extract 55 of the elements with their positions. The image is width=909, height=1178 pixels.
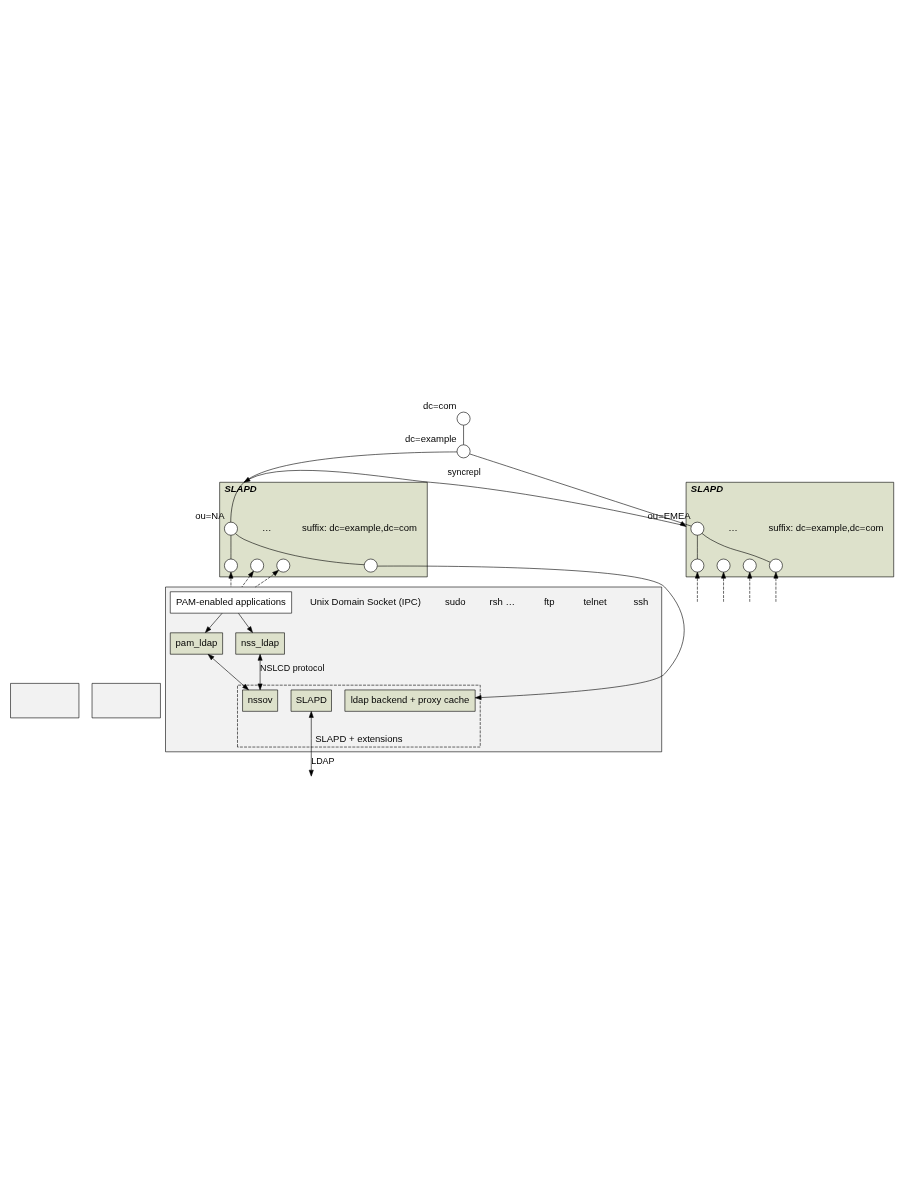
label: rsh … [489,595,515,607]
label: … [728,521,738,533]
node-label: ou=EMEA [647,510,691,522]
node-box: PAM-enabled applications [169,591,292,614]
label: ssh [633,595,649,607]
node-circle [363,558,378,573]
arrow [207,654,249,691]
node-circle [456,411,471,426]
edge-label: NSLCD protocol [260,662,325,673]
node-circle [224,558,238,573]
node-box [91,683,161,719]
label: telnet [583,595,607,607]
arrow [308,711,314,777]
arrow [773,571,779,603]
node-circle [224,521,238,536]
arrow [205,613,223,633]
arrow [255,570,279,588]
arrow [243,470,687,527]
node-box: SLAPD [290,689,332,712]
node-circle [250,558,264,573]
node-circle [742,558,757,573]
node-box: nssov [242,689,278,712]
cluster [165,586,662,753]
connector [469,453,692,527]
node-box: pam_ldap [169,632,223,655]
arrow [721,571,726,603]
label: sudo [444,595,466,607]
edge-label: syncrepl [447,466,481,477]
arrow [241,570,254,588]
label: ftp [543,595,555,607]
node-circle [769,558,783,573]
arrow [377,565,685,700]
node-circle [716,558,731,573]
node-circle [690,521,705,536]
node-label: suffix: dc=example,dc=com [768,521,884,533]
connector [230,451,458,523]
label: … [261,521,272,533]
node-box: ldap backend + proxy cache [344,689,476,712]
node-box: nss_ldap [235,632,285,655]
node-label: dc=example [405,432,457,444]
node-label: dc=com [423,399,457,411]
arrow [695,571,700,603]
node-label: suffix: dc=example,dc=com [301,521,417,533]
arrow [228,571,234,588]
label: Unix Domain Socket (IPC) [309,595,421,607]
arrow [747,571,753,603]
arrow [257,654,263,691]
node-label: ou=NA [195,510,225,522]
edge-label: LDAP [311,755,335,766]
node-circle [276,558,291,573]
arrow [238,613,253,633]
node-circle [690,558,705,573]
connector [697,535,698,560]
node-box [10,683,80,719]
node-circle [456,444,471,459]
